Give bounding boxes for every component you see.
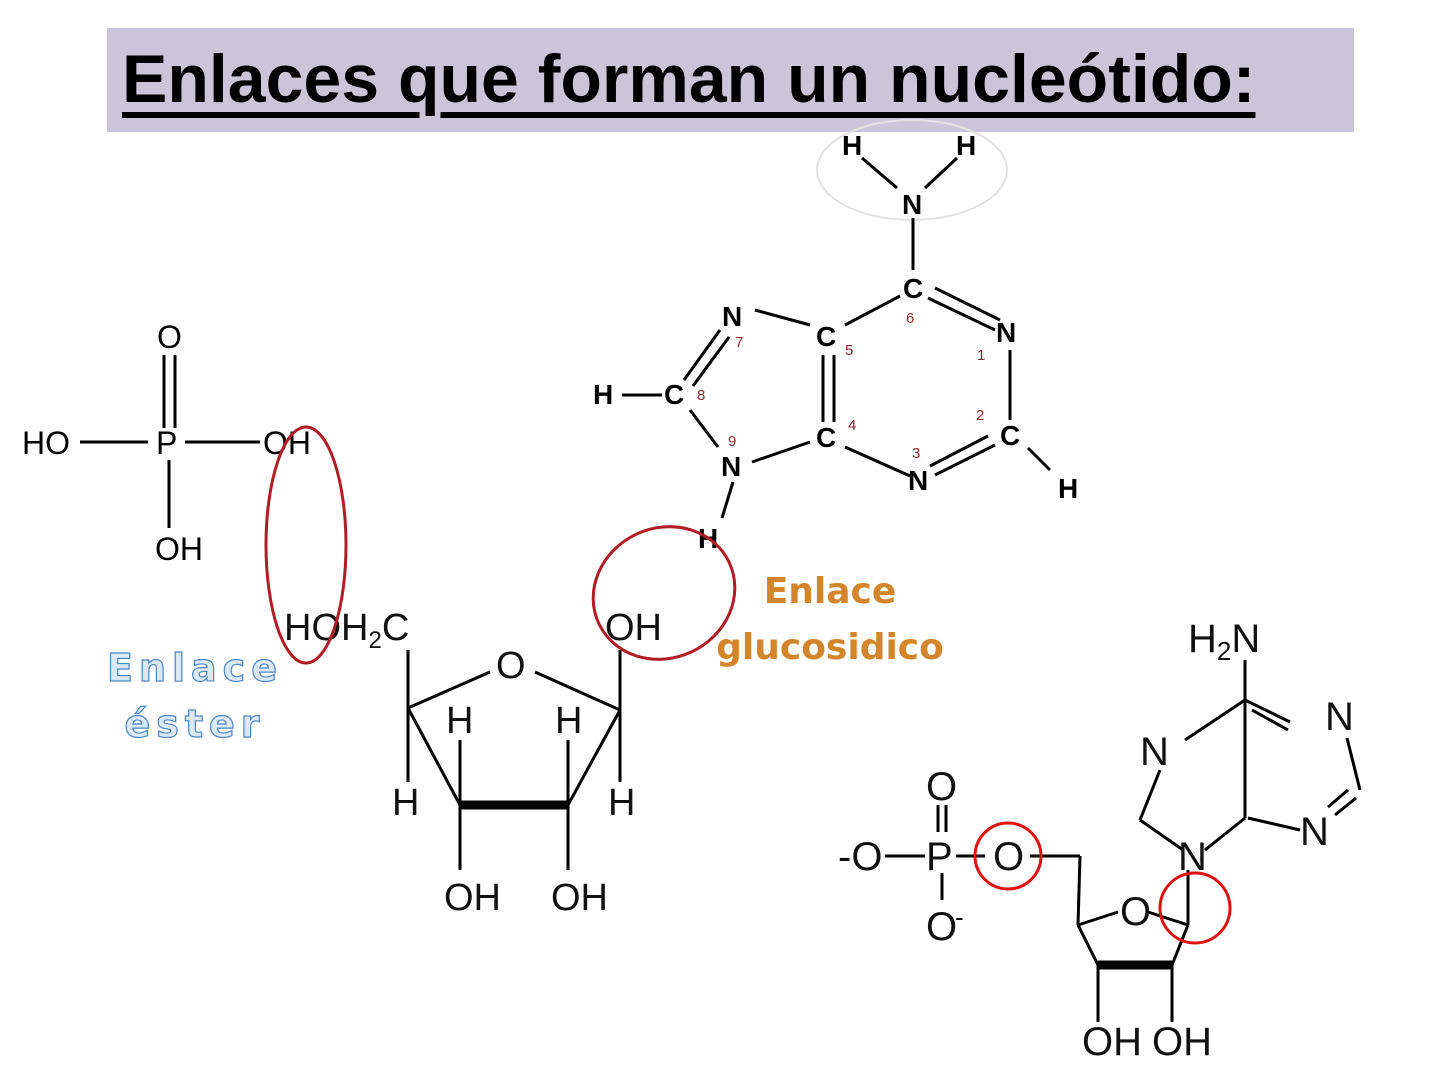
adenine-c4: C — [816, 422, 836, 453]
adenine-c5: C — [816, 321, 836, 352]
adenine-h1: H — [842, 130, 862, 161]
ester-label-line2: éster — [124, 701, 266, 746]
adenine-c8: C — [664, 379, 684, 410]
phosphoester-highlight — [973, 821, 1043, 891]
nucleotide-oh-2: OH — [1152, 1020, 1212, 1064]
ribose-oh-right: OH — [551, 877, 608, 919]
atom-number-8: 8 — [697, 387, 705, 404]
glucosidic-label-line2: glucosidico — [716, 627, 944, 668]
atom-number-7: 7 — [735, 334, 743, 351]
phosphate-ho: HO — [22, 425, 70, 461]
atom-number-1: 1 — [977, 347, 985, 364]
atom-number-4: 4 — [848, 417, 856, 434]
ribose-h-b: H — [555, 700, 582, 742]
nucleotide-o-link: O — [993, 835, 1024, 879]
ribose-oh-anomeric: OH — [605, 607, 662, 649]
nucleotide-ring-oxygen: O — [1120, 890, 1151, 934]
ester-bond-highlight — [264, 425, 348, 665]
ribose-h-a: H — [446, 700, 473, 742]
atom-number-6: 6 — [906, 310, 914, 327]
nucleotide-o-bottom-charge: - — [955, 902, 964, 932]
ribose-h-d: H — [608, 782, 635, 824]
phosphate-p: P — [156, 425, 177, 461]
nucleotide-h2n: H2N — [1188, 617, 1260, 666]
nucleotide-oh-1: OH — [1082, 1020, 1142, 1064]
nucleotide-n7: N — [1140, 730, 1169, 774]
adenine-c2: C — [1000, 420, 1020, 451]
adenine-h-c2: H — [1058, 473, 1078, 504]
adenine-h2: H — [956, 130, 976, 161]
nucleotide-o-minus: -O — [838, 835, 882, 879]
atom-number-3: 3 — [912, 445, 920, 462]
ester-label-line1: Enlace — [106, 645, 283, 690]
title-banner — [107, 28, 1354, 132]
adenine-n7: N — [722, 301, 742, 332]
atom-number-5: 5 — [845, 342, 853, 359]
adenine-n3: N — [908, 465, 928, 496]
adenine-bonds — [622, 156, 1052, 519]
nucleotide-o-top: O — [926, 765, 957, 809]
nucleotide-bonds — [885, 660, 1362, 1022]
atom-number-2: 2 — [976, 407, 984, 424]
glucosidic-label-line1: Enlace — [763, 571, 897, 612]
adenine-n-amino: N — [902, 189, 922, 220]
adenine-c6: C — [903, 273, 923, 304]
nucleotide-p: P — [926, 835, 953, 879]
nucleotide-n1: N — [1325, 695, 1354, 739]
phosphate-oh-bottom: OH — [155, 531, 203, 567]
ribose-hoh2c: HOH2C — [284, 607, 409, 654]
nucleotide-o-bottom: O — [926, 905, 957, 949]
glucosidic-bond-highlight — [591, 525, 737, 661]
n-glycosidic-highlight — [1158, 871, 1232, 945]
adenine-n1: N — [996, 317, 1016, 348]
ribose-bonds — [406, 650, 622, 870]
nucleotide-n3: N — [1300, 810, 1329, 854]
ribose-h-c: H — [392, 782, 419, 824]
ribose-oh-left: OH — [444, 877, 501, 919]
ester-bond-label: Enlace éster — [95, 640, 295, 752]
phosphate-o: O — [157, 319, 182, 355]
phosphoric-acid — [80, 355, 260, 528]
ribose-ring-oxygen: O — [496, 645, 526, 687]
glucosidic-bond-label: Enlace glucosidico — [700, 564, 960, 676]
adenine-n9: N — [721, 451, 741, 482]
page-title: Enlaces que forman un nucleótido: — [122, 41, 1256, 117]
atom-number-9: 9 — [728, 433, 736, 450]
adenine-h-c8: H — [593, 379, 613, 410]
